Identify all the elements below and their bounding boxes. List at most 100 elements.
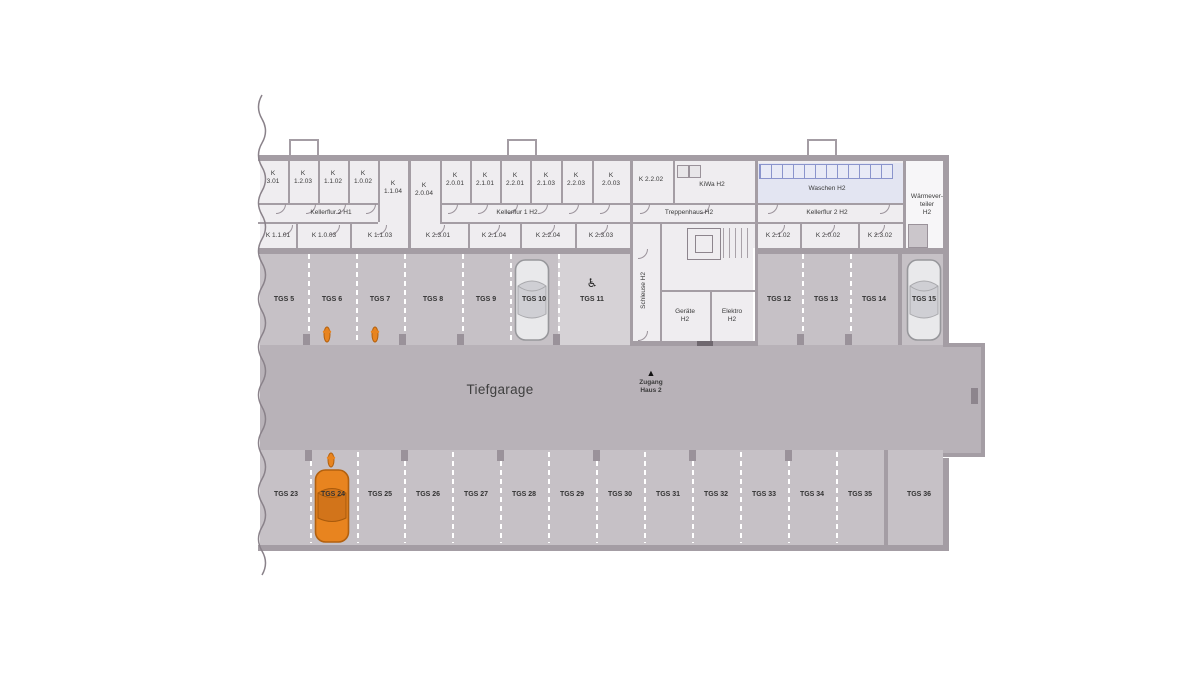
stall-separator [310,452,312,543]
room-label: K 2.2.04 [535,232,561,239]
stall-label-tgs-12: TGS 12 [766,296,792,303]
stall-label-tgs-6: TGS 6 [321,296,343,303]
column [797,334,804,345]
column [303,334,310,345]
wall [348,161,350,203]
stall-label-tgs-31: TGS 31 [655,491,681,498]
stall-separator [802,254,804,343]
stall-label-tgs-13: TGS 13 [813,296,839,303]
stall-separator [644,452,646,543]
stall-label-tgs-25: TGS 25 [367,491,393,498]
wall [630,203,755,205]
column [305,450,312,461]
column [785,450,792,461]
stall-separator [308,254,310,343]
wall [884,450,888,545]
stall-label-tgs-5: TGS 5 [273,296,295,303]
wall [903,155,906,248]
wall [258,155,949,161]
room-label: K 3.01 [266,170,280,185]
wheelchair-icon: ♿ [586,276,598,290]
stall-separator [740,452,742,543]
car-icon-orange [314,469,350,543]
access-arrow-icon: ▲ [646,368,656,378]
wall [318,161,320,203]
stall-label-tgs-15: TGS 15 [911,296,937,303]
wall [660,290,755,292]
stall-separator [404,254,406,343]
column [457,334,464,345]
wall [630,341,758,346]
stall-separator [692,452,694,543]
room-label: K 2.0.02 [815,232,841,239]
stall-label-tgs-11: TGS 11 [580,296,604,303]
column [845,334,852,345]
stall-label-tgs-30: TGS 30 [607,491,633,498]
room-label: K 1.1.01 [265,232,291,239]
wall [258,545,949,551]
column [401,450,408,461]
stall-separator [558,254,560,343]
room-label: Waschen H2 [808,185,846,192]
stall-separator [452,452,454,543]
heater-equipment [908,224,928,248]
stall-label-tgs-9: TGS 9 [475,296,497,303]
wall [575,224,577,248]
wall [530,161,532,203]
car-icon [906,259,942,341]
stall-label-tgs-23: TGS 23 [273,491,299,498]
room-label: K 2.2.03 [566,172,586,187]
wall [943,458,949,551]
accessible-stall-floor [558,254,630,345]
elevator-symbol-inner [695,235,713,253]
wall [981,343,985,457]
column [593,450,600,461]
room-label: K 1.2.03 [293,170,313,185]
wall [258,248,630,254]
stall-separator [500,452,502,543]
car-icon [514,259,550,341]
column [399,334,406,345]
wall [755,203,903,205]
room-label: K 1.1.02 [323,170,343,185]
parking-row2 [260,450,943,545]
drive-aisle [260,345,943,450]
wall [440,222,630,224]
wall [660,224,662,341]
wall [440,203,630,205]
wall [378,161,380,222]
stall-label-tgs-34: TGS 34 [799,491,825,498]
stall-separator [462,254,464,343]
room-label: K 2.3.01 [425,232,451,239]
stall-label-tgs-36: TGS 36 [906,491,932,498]
wall [288,161,290,203]
column [553,334,560,345]
room-label: K 2.3.03 [588,232,614,239]
stall-label-tgs-35: TGS 35 [847,491,873,498]
room-label: K 2.2.02 [638,176,664,183]
corridor-label: Kellerflur 1 H2 [496,209,538,216]
door-panel [971,388,978,404]
stall-separator [850,254,852,343]
room-label: K 2.1.03 [536,172,556,187]
wall [943,453,985,457]
door-panel [697,341,713,346]
room-label: Elektro H2 [721,308,743,323]
wall [755,222,903,224]
motorcycle-icon [322,326,332,343]
wall [943,161,949,347]
stall-separator [836,452,838,543]
wall [710,292,712,341]
room-label: K 2.3.02 [867,232,893,239]
corridor-label: Kellerflur 2 H1 [310,209,352,216]
room-label: Geräte H2 [675,308,695,323]
stall-label-tgs-7: TGS 7 [369,296,391,303]
room-label: K 2.0.04 [414,182,434,197]
wall [800,224,802,248]
wall [673,161,675,203]
stall-separator [596,452,598,543]
wall [520,224,522,248]
kiwa-fixture [677,165,689,178]
wall [468,224,470,248]
stall-label-tgs-10: TGS 10 [521,296,547,303]
